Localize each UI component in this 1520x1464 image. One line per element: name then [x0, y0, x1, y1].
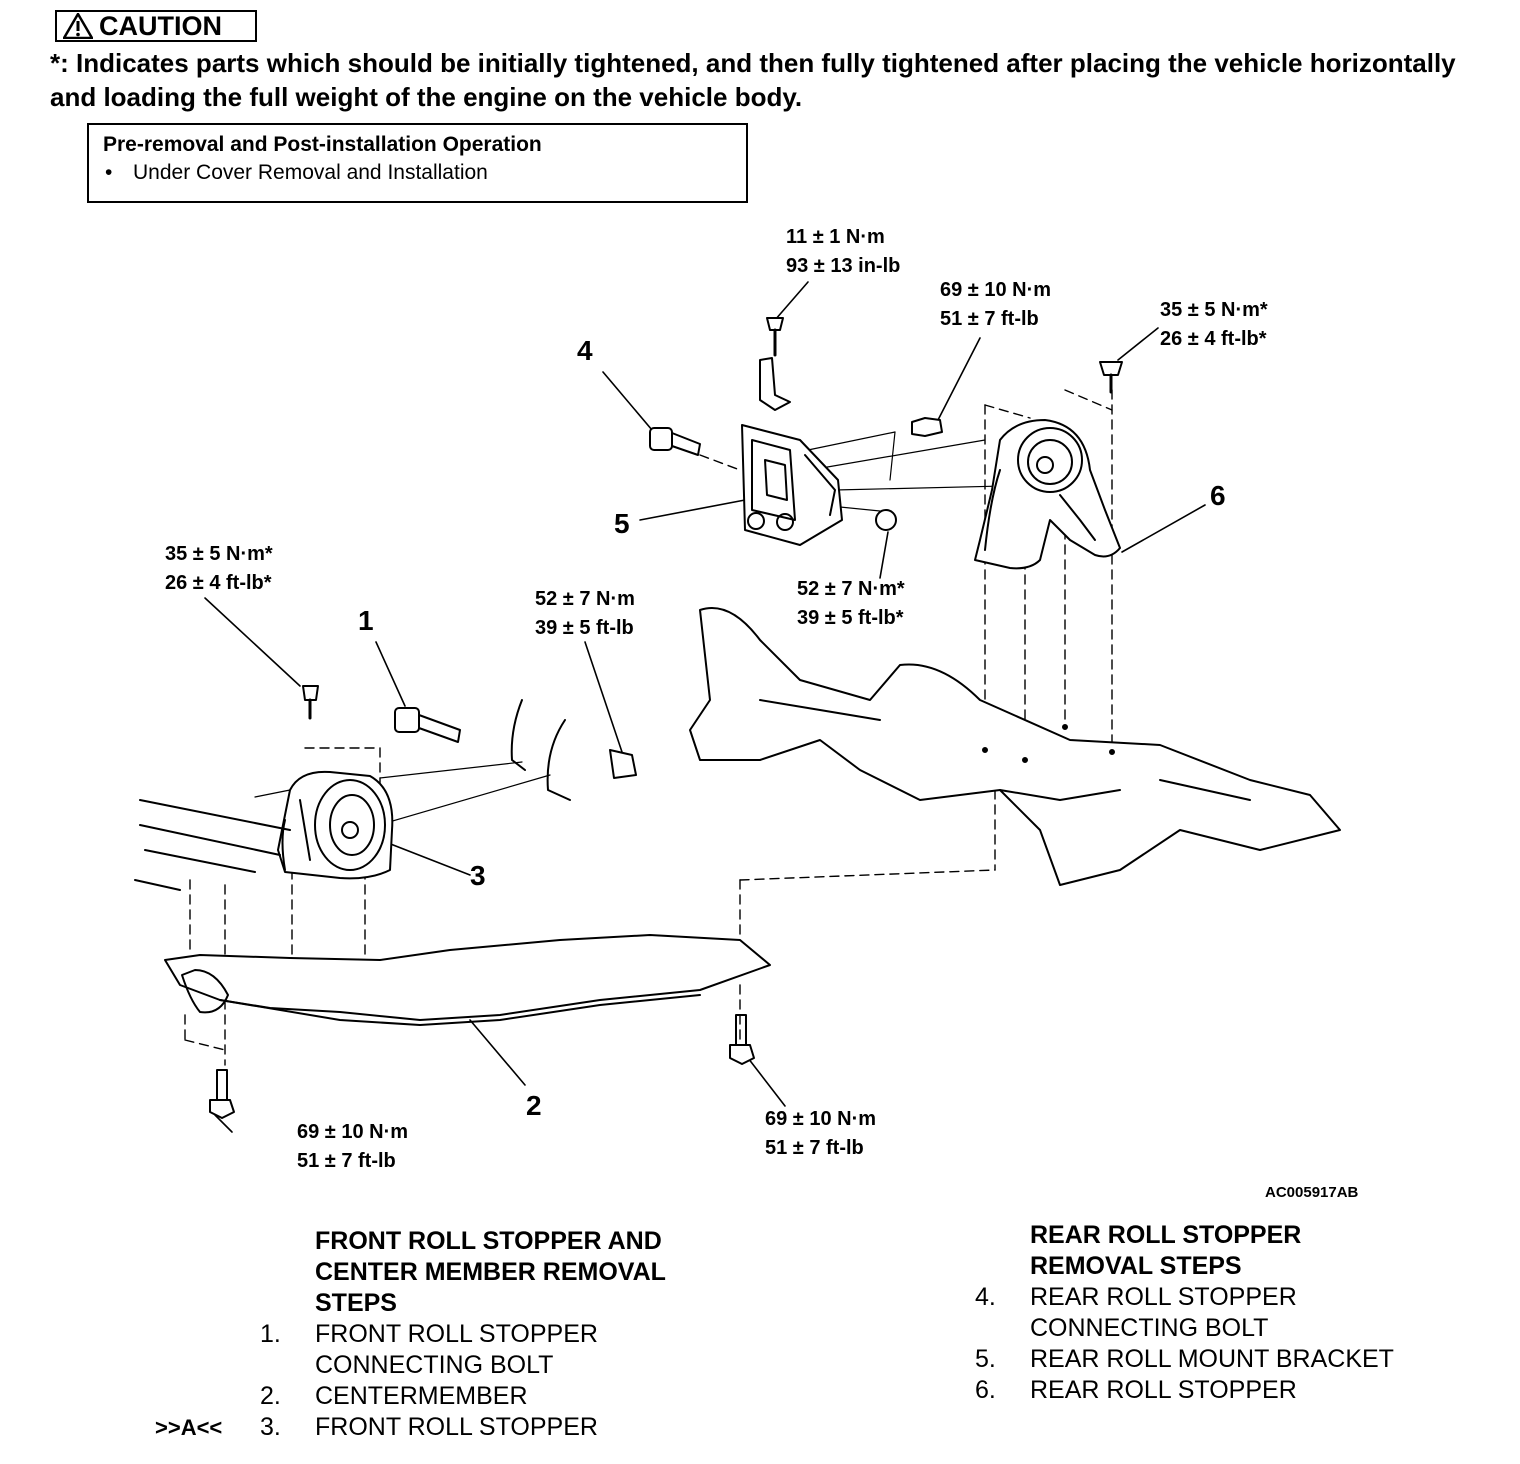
- step-text: REAR ROLL MOUNT BRACKET: [1030, 1345, 1394, 1373]
- alignment-lines: [184, 389, 1113, 1066]
- bullet-icon: •: [105, 161, 113, 184]
- rear-steps-heading-line: REMOVAL STEPS: [1030, 1252, 1242, 1280]
- pre-removal-item: •Under Cover Removal and Installation: [103, 159, 732, 187]
- step-text: CONNECTING BOLT: [1030, 1314, 1269, 1342]
- step-text: REAR ROLL STOPPER: [1030, 1283, 1297, 1311]
- front-step-3: >>A<< 3. FRONT ROLL STOPPER: [155, 1412, 666, 1443]
- caution-box: CAUTION: [55, 10, 257, 42]
- step-text: CENTERMEMBER: [315, 1382, 528, 1410]
- small-bolts-top: [766, 317, 1123, 531]
- rear-roll-stopper: [974, 419, 1121, 570]
- torque-label-bracket-nut: 52 ± 7 N·m*39 ± 5 ft-lb*: [797, 578, 905, 629]
- centermember: [134, 799, 771, 1026]
- front-steps-heading-line: CENTER MEMBER REMOVAL: [315, 1258, 666, 1286]
- step-number: 1.: [260, 1320, 281, 1348]
- callout-5: 5: [614, 508, 630, 539]
- step-number: 2.: [260, 1382, 281, 1410]
- warning-triangle-icon: [63, 13, 93, 39]
- leader-lines: [204, 281, 1206, 1133]
- pre-removal-title: Pre-removal and Post-installation Operat…: [103, 133, 542, 156]
- step-text: FRONT ROLL STOPPER: [315, 1320, 598, 1348]
- rear-step-4: 4. REAR ROLL STOPPER CONNECTING BOLT: [975, 1282, 1394, 1344]
- lower-bolts: [209, 1014, 755, 1119]
- step-text: REAR ROLL STOPPER: [1030, 1376, 1297, 1404]
- pre-removal-box: Pre-removal and Post-installation Operat…: [87, 123, 748, 203]
- front-subframe: [689, 607, 1341, 886]
- callout-3: 3: [470, 860, 486, 891]
- rear-steps-heading-line: REAR ROLL STOPPER: [1030, 1221, 1302, 1249]
- torque-label-rear-stopper-bolt: 35 ± 5 N·m*26 ± 4 ft-lb*: [1160, 299, 1268, 350]
- step-number: 6.: [975, 1376, 996, 1404]
- rear-steps: REAR ROLL STOPPER REMOVAL STEPS 4. REAR …: [975, 1220, 1394, 1406]
- procedure-mark: >>A<<: [155, 1415, 223, 1440]
- step-text: FRONT ROLL STOPPER: [315, 1413, 598, 1441]
- bolt-4: [649, 427, 701, 456]
- front-steps: FRONT ROLL STOPPER AND CENTER MEMBER REM…: [155, 1226, 666, 1443]
- front-roll-stopper: [277, 685, 394, 880]
- rear-step-6: 6. REAR ROLL STOPPER: [975, 1375, 1394, 1406]
- callout-6: 6: [1210, 480, 1226, 511]
- rear-step-5: 5. REAR ROLL MOUNT BRACKET: [975, 1344, 1394, 1375]
- front-step-2: 2. CENTERMEMBER: [260, 1381, 666, 1412]
- front-steps-heading-line: STEPS: [315, 1289, 397, 1317]
- torque-label-front-stopper-bolt: 35 ± 5 N·m*26 ± 4 ft-lb*: [165, 543, 273, 594]
- callout-1: 1: [358, 605, 374, 636]
- step-number: 4.: [975, 1283, 996, 1311]
- callout-4: 4: [577, 335, 593, 366]
- figure-id: AC005917AB: [1265, 1184, 1359, 1201]
- step-number: 5.: [975, 1345, 996, 1373]
- caution-label: CAUTION: [99, 10, 222, 41]
- caution-note: *: Indicates parts which should be initi…: [50, 48, 1456, 112]
- callout-2: 2: [526, 1090, 542, 1121]
- bolt-1: [394, 699, 637, 801]
- front-step-1: 1. FRONT ROLL STOPPER CONNECTING BOLT: [260, 1319, 666, 1381]
- front-steps-heading-line: FRONT ROLL STOPPER AND: [315, 1227, 662, 1255]
- step-text: CONNECTING BOLT: [315, 1351, 554, 1379]
- step-number: 3.: [260, 1413, 281, 1441]
- rear-roll-mount-bracket: [741, 357, 843, 546]
